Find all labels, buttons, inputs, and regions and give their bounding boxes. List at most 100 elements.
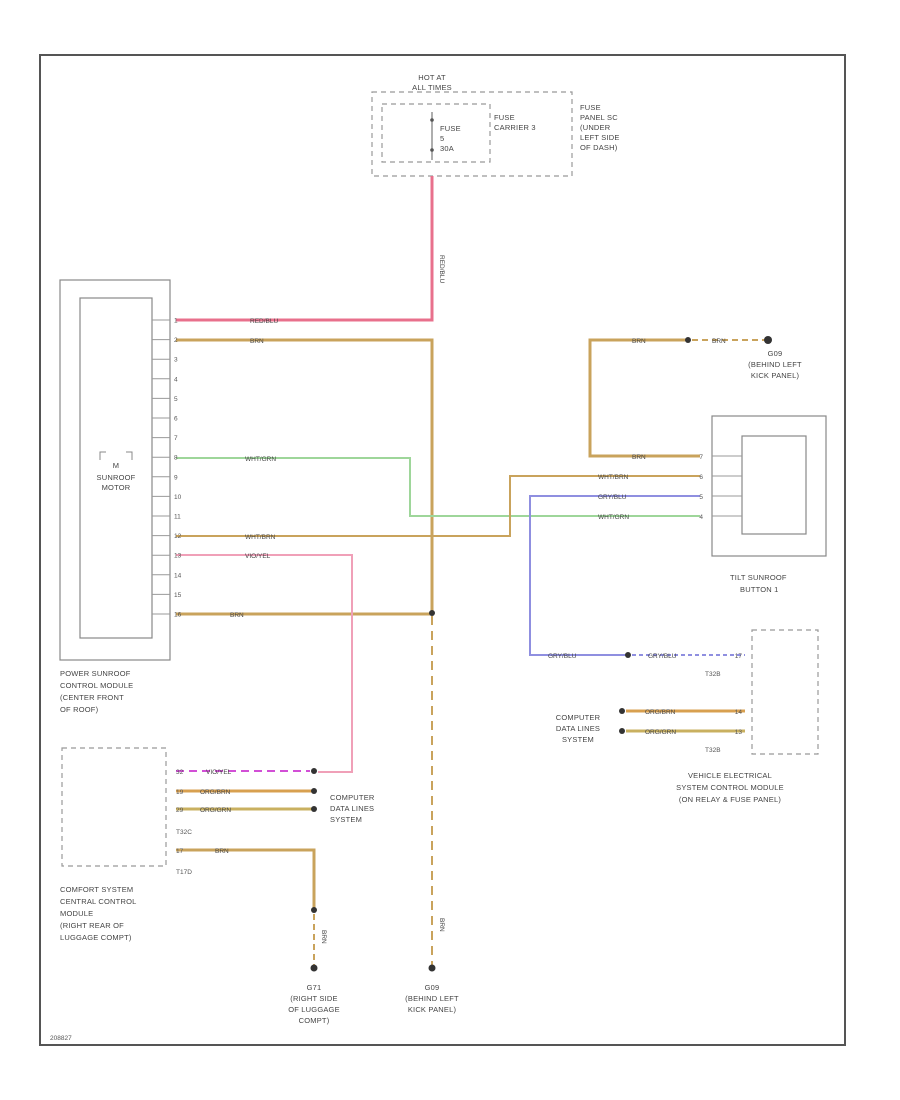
wire-label-brn-ground-bottom: BRN xyxy=(438,918,445,932)
gry-blu-connector-dot xyxy=(625,652,631,658)
org-grn-comfort-dot xyxy=(311,806,317,812)
wire-vesm-org: ORG/BRN ORG/GRN xyxy=(619,708,745,736)
panel-label-4: LEFT SIDE xyxy=(580,133,620,142)
cdl-left-2: DATA LINES xyxy=(330,804,374,813)
wire-brn-pin16: BRN xyxy=(176,610,435,619)
tilt-pin-7: 7 xyxy=(699,454,742,461)
fuse-label-1: FUSE xyxy=(440,124,461,133)
sunroof-pin-label: 1 xyxy=(174,318,178,325)
sunroof-pin-label: 14 xyxy=(174,572,182,579)
comfort-caption-1: COMFORT SYSTEM xyxy=(60,885,133,894)
ground-g09b-label-1: G09 xyxy=(425,983,440,992)
sunroof-module-inner xyxy=(79,297,153,639)
wire-brn-pin2: BRN xyxy=(176,338,434,612)
vesm-pin-14: 14 xyxy=(735,709,743,716)
wire-label-red-blu-horizontal: RED/BLU xyxy=(250,318,278,325)
wire-label-wht-grn-left: WHT/GRN xyxy=(245,456,276,463)
vio-yel-connector-dot xyxy=(311,768,317,774)
carrier-label-1: FUSE xyxy=(494,113,515,122)
tilt-pin-6: 6 xyxy=(699,474,742,481)
tilt-pin-4: 4 xyxy=(699,514,742,521)
sunroof-pin-label: 12 xyxy=(174,533,182,540)
ground-g09-top-label: G09 (BEHIND LEFT KICK PANEL) xyxy=(748,349,802,380)
sunroof-pin-label: 13 xyxy=(174,553,182,560)
wire-label-brn-pin2: BRN xyxy=(250,338,264,345)
computer-data-lines-right: COMPUTER DATA LINES SYSTEM xyxy=(556,713,601,744)
tilt-pin-7-label: 7 xyxy=(699,454,703,461)
wire-label-brn-ground-top-2: BRN xyxy=(712,338,726,345)
motor-label-3: MOTOR xyxy=(102,483,131,492)
comfort-connector-1: T32C xyxy=(176,829,192,836)
wire-brn-ground-top-line xyxy=(588,338,700,458)
wire-vio-yel: VIO/YEL VIO/YEL xyxy=(176,553,353,776)
ground-g71-label-1: G71 xyxy=(307,983,322,992)
cdl-left-1: COMPUTER xyxy=(330,793,375,802)
power-sunroof-control-module: M SUNROOF MOTOR 12345678910111213141516 … xyxy=(59,279,182,714)
wire-label-org-grn-vesm: ORG/GRN xyxy=(645,729,676,736)
wire-label-brn-ground-top-1: BRN xyxy=(632,338,646,345)
vehicle-electrical-system-module: 17 14 13 T32B T32B VEHICLE ELECTRICAL SY… xyxy=(676,629,819,804)
cdl-left-3: SYSTEM xyxy=(330,815,362,824)
vesm-connector-1: T32B xyxy=(705,671,721,678)
wire-gry-blu-line xyxy=(529,495,700,656)
sunroof-pin-label: 16 xyxy=(174,612,182,619)
cdl-right-2: DATA LINES xyxy=(556,724,600,733)
wire-brn-ground-bottom: BRN xyxy=(428,616,445,972)
wire-comfort-org: ORG/BRN ORG/GRN xyxy=(176,788,317,814)
wire-label-brn-tilt-pin7: BRN xyxy=(632,454,646,461)
tilt-pin-5-label: 5 xyxy=(699,494,703,501)
brn-connector-dot xyxy=(685,337,691,343)
ground-g09-bottom-label: G09 (BEHIND LEFT KICK PANEL) xyxy=(405,983,459,1014)
wire-vio-yel-line xyxy=(176,554,353,773)
wire-wht-brn-line xyxy=(176,475,700,537)
vesm-connector-2: T32B xyxy=(705,747,721,754)
sunroof-pin-label: 11 xyxy=(174,514,181,521)
wire-red-blu: RED/BLU RED/BLU xyxy=(176,176,445,325)
wire-label-gry-blu-bottom-left: GRY/BLU xyxy=(548,653,577,660)
wire-wht-grn-line xyxy=(176,457,700,517)
vesm-pin-13: 13 xyxy=(735,729,743,736)
sunroof-pin-label: 10 xyxy=(174,494,182,501)
sunroof-module-caption-4: OF ROOF) xyxy=(60,705,99,714)
ground-g71-dot xyxy=(310,964,318,972)
wire-brn-ground-top: BRN BRN BRN xyxy=(588,336,772,461)
sunroof-module-caption-3: (CENTER FRONT xyxy=(60,693,124,702)
org-grn-vesm-dot xyxy=(619,728,625,734)
wire-label-gry-blu-top: GRY/BLU xyxy=(598,494,627,501)
brn-g71-connector-dot xyxy=(311,907,317,913)
wire-red-blu-line xyxy=(176,176,434,322)
wire-label-wht-grn-right: WHT/GRN xyxy=(598,514,629,521)
wire-label-brn-g71-horizontal: BRN xyxy=(215,848,229,855)
wire-label-brn-pin16: BRN xyxy=(230,612,244,619)
fuse-label-3: 30A xyxy=(440,144,454,153)
panel-label-3: (UNDER xyxy=(580,123,611,132)
wire-label-wht-brn-right: WHT/BRN xyxy=(598,474,629,481)
sunroof-module-caption-2: CONTROL MODULE xyxy=(60,681,133,690)
fuse-terminal-bottom xyxy=(430,148,434,152)
vesm-outline xyxy=(751,629,819,755)
org-brn-vesm-dot xyxy=(619,708,625,714)
fuse-panel-outline xyxy=(371,91,573,177)
ground-g09b-dot xyxy=(428,964,436,972)
tilt-pin-4-label: 4 xyxy=(699,514,703,521)
comfort-caption-2: CENTRAL CONTROL xyxy=(60,897,136,906)
tilt-caption-1: TILT SUNROOF xyxy=(730,573,787,582)
sunroof-pin-label: 8 xyxy=(174,455,178,462)
computer-data-lines-left: COMPUTER DATA LINES SYSTEM xyxy=(330,793,375,824)
wire-label-wht-brn-left: WHT/BRN xyxy=(245,534,276,541)
comfort-pin-29: 29 xyxy=(176,807,184,814)
wire-brn-pin2-line xyxy=(176,338,434,612)
vesm-pin-17: 17 xyxy=(735,653,743,660)
wire-brn-g71-line xyxy=(176,848,316,908)
comfort-caption-4: (RIGHT REAR OF xyxy=(60,921,124,930)
wire-label-vio-yel-bottom: VIO/YEL xyxy=(206,769,232,776)
comfort-pin-19: 19 xyxy=(176,789,184,796)
tilt-caption-2: BUTTON 1 xyxy=(740,585,779,594)
fuse-label-2: 5 xyxy=(440,134,444,143)
sunroof-pin-label: 5 xyxy=(174,396,178,403)
ground-g09-top-dot xyxy=(764,336,772,344)
ground-g71-label-3: OF LUGGAGE xyxy=(288,1005,340,1014)
sunroof-pin-label: 9 xyxy=(174,474,178,481)
panel-label-2: PANEL SC xyxy=(580,113,618,122)
